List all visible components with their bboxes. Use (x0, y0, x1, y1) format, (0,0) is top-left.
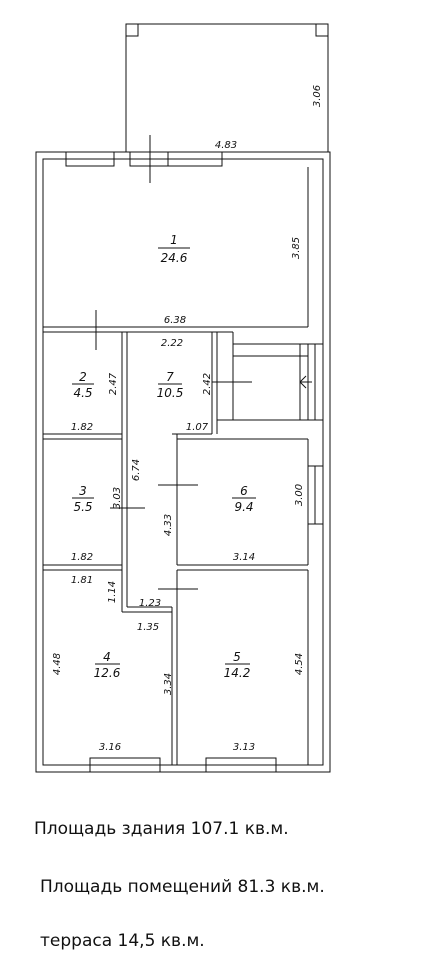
dimension-label: 1.07 (186, 422, 209, 433)
rooms-area-caption: Площадь помещений 81.3 кв.м. (40, 877, 325, 897)
dimension-label: 4.83 (215, 140, 237, 151)
dimension-label: 4.33 (163, 514, 174, 536)
room-2-area: 4.5 (73, 386, 92, 400)
dimension-label: 2.47 (108, 372, 119, 395)
dimension-label: 3.03 (112, 487, 123, 509)
room-3-area: 5.5 (73, 500, 92, 514)
dimension-label: 3.14 (233, 552, 255, 563)
windows (65, 151, 324, 773)
room-7-area: 10.5 (157, 386, 184, 400)
dimension-labels: 3.06 4.83 3.85 6.38 2.22 2.47 2.42 1.82 … (52, 85, 323, 753)
dimension-label: 1.23 (139, 598, 161, 609)
dimension-label: 3.85 (291, 237, 302, 259)
room-5-area: 14.2 (224, 666, 251, 680)
room-3-number: 3 (79, 484, 87, 498)
dimension-label: 6.74 (131, 459, 142, 481)
dimension-label: 4.48 (52, 653, 63, 675)
outer-walls (35, 151, 331, 773)
dimension-label: 1.82 (71, 552, 93, 563)
dimension-label: 3.13 (233, 742, 255, 753)
doors (95, 135, 312, 590)
dimension-label: 2.22 (161, 338, 183, 349)
room-2-number: 2 (79, 370, 87, 384)
dimension-label: 3.00 (294, 484, 305, 506)
dimension-label: 3.16 (99, 742, 121, 753)
dimension-label: 1.81 (71, 575, 93, 586)
dimension-label: 1.14 (107, 581, 118, 603)
room-1-area: 24.6 (161, 251, 188, 265)
building-area-caption: Площадь здания 107.1 кв.м. (34, 819, 289, 839)
room-6-number: 6 (240, 484, 248, 498)
dimension-label: 1.82 (71, 422, 93, 433)
dimension-label: 3.34 (163, 673, 174, 695)
room-6-area: 9.4 (234, 500, 253, 514)
dimension-label: 1.35 (137, 622, 159, 633)
terrace (125, 23, 329, 153)
room-1-number: 1 (170, 233, 178, 247)
floor-plan: 1 24.6 2 4.5 3 5.5 4 12.6 5 14.2 6 9.4 7… (35, 23, 331, 773)
room-4-number: 4 (103, 650, 111, 664)
room-7-number: 7 (166, 370, 174, 384)
room-5-number: 5 (233, 650, 241, 664)
dimension-label: 3.06 (312, 85, 323, 107)
room-labels: 1 24.6 2 4.5 3 5.5 4 12.6 5 14.2 6 9.4 7… (72, 233, 256, 680)
dimension-label: 2.42 (202, 373, 213, 395)
interior-walls (43, 167, 323, 765)
dimension-label: 4.54 (294, 653, 305, 675)
room-4-area: 12.6 (94, 666, 121, 680)
terrace-area-caption: терраса 14,5 кв.м. (40, 931, 205, 951)
dimension-label: 6.38 (164, 315, 186, 326)
